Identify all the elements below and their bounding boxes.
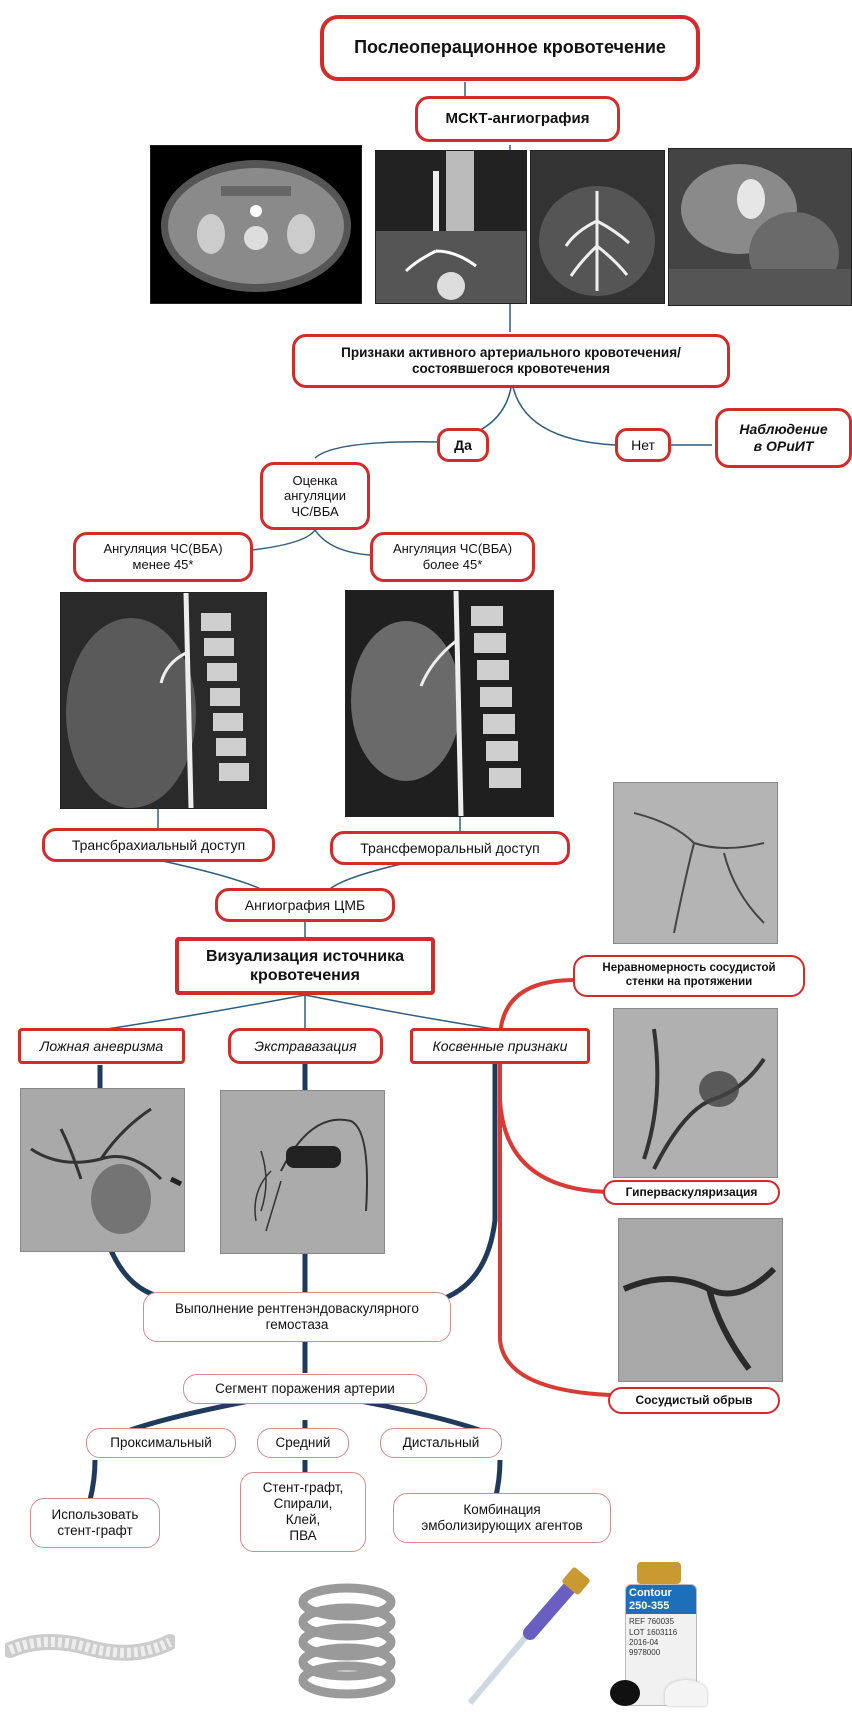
observe-line-1: Наблюдение xyxy=(739,421,827,438)
ct-sagittal-image xyxy=(375,150,527,304)
bleeding-source-visualization-box: Визуализация источника кровотечения xyxy=(175,937,435,995)
title-text: Послеоперационное кровотечение xyxy=(354,37,666,59)
visual-line-1: Визуализация источника xyxy=(206,947,404,966)
active-bleeding-signs-box: Признаки активного артериального кровоте… xyxy=(292,334,730,388)
observe-icu-box: Наблюдение в ОРиИТ xyxy=(715,408,852,468)
less-line-1: Ангуляция ЧС(ВБА) xyxy=(103,541,222,557)
yes-box: Да xyxy=(437,428,489,462)
vial-powder xyxy=(665,1680,707,1706)
angle-line-1: Оценка xyxy=(292,473,337,489)
observe-line-2: в ОРиИТ xyxy=(754,438,814,455)
less-line-2: менее 45* xyxy=(133,557,194,573)
angiography-box: Ангиография ЦМБ xyxy=(215,888,395,922)
hemostasis-line-1: Выполнение рентгенэндоваскулярного xyxy=(175,1301,419,1317)
cutoff-text: Сосудистый обрыв xyxy=(635,1393,752,1407)
sagittal-ct-more-45-image xyxy=(345,590,554,817)
vial-label-band: Contour 250-355 xyxy=(626,1585,696,1614)
use-stent-graft-box: Использовать стент-графт xyxy=(30,1498,160,1548)
transbrachial-text: Трансбрахиальный доступ xyxy=(72,837,245,854)
vial-black-cap xyxy=(610,1680,640,1706)
signs-line-2: состоявшегося кровотечения xyxy=(412,361,610,377)
vial-ref2: LOT 1603116 xyxy=(629,1628,693,1638)
distal-text: Дистальный xyxy=(403,1435,480,1451)
hyper-text: Гиперваскуляризация xyxy=(626,1185,758,1199)
no-box: Нет xyxy=(615,428,671,462)
hemostasis-line-2: гемостаза xyxy=(266,1317,329,1333)
yes-text: Да xyxy=(454,437,472,454)
angiography-text: Ангиография ЦМБ xyxy=(245,897,365,914)
no-text: Нет xyxy=(631,437,655,454)
indirect-signs-box: Косвенные признаки xyxy=(410,1028,590,1064)
angiogram-extravasation-image xyxy=(220,1090,385,1254)
title-box: Послеоперационное кровотечение xyxy=(320,15,700,81)
transfemoral-access-box: Трансфеморальный доступ xyxy=(330,831,570,865)
coil-product-image xyxy=(295,1580,400,1700)
pseudo-text: Ложная аневризма xyxy=(40,1038,163,1055)
indirect-text: Косвенные признаки xyxy=(433,1038,568,1055)
stent-graft-product-image xyxy=(5,1620,175,1675)
use-line-2: стент-графт xyxy=(57,1523,132,1539)
extravasation-box: Экстравазация xyxy=(228,1028,383,1064)
middle-box: Средний xyxy=(257,1428,349,1458)
more-line-1: Ангуляция ЧС(ВБА) xyxy=(393,541,512,557)
angle-line-2: ангуляции xyxy=(284,488,346,504)
more-line-2: более 45* xyxy=(423,557,483,573)
use-line-1: Использовать xyxy=(52,1507,139,1523)
mid-line-3: Клей, xyxy=(286,1512,321,1528)
angiogram-pseudoaneurysm-image xyxy=(20,1088,185,1252)
angiogram-vessel-cutoff-image xyxy=(618,1218,783,1382)
vial-cap xyxy=(637,1562,681,1584)
angulation-assessment-box: Оценка ангуляции ЧС/ВБА xyxy=(260,462,370,530)
pseudoaneurysm-box: Ложная аневризма xyxy=(18,1028,185,1064)
vial-date: 2016-04 xyxy=(629,1638,693,1648)
msct-text: МСКТ-ангиография xyxy=(446,110,590,128)
combo-line-1: Комбинация xyxy=(463,1502,540,1518)
transfemoral-text: Трансфеморальный доступ xyxy=(360,840,539,857)
transbrachial-access-box: Трансбрахиальный доступ xyxy=(42,828,275,862)
uneven-line-2: стенки на протяжении xyxy=(626,976,752,990)
ct-coronal-mip-image xyxy=(530,150,665,304)
ct-axial-image xyxy=(150,145,362,304)
endovascular-hemostasis-box: Выполнение рентгенэндоваскулярного гемос… xyxy=(143,1292,451,1342)
middle-text: Средний xyxy=(276,1435,331,1451)
artery-segment-box: Сегмент поражения артерии xyxy=(183,1374,427,1404)
vial-code: 9978000 xyxy=(629,1648,693,1658)
mid-line-4: ПВА xyxy=(289,1528,316,1544)
vessel-cutoff-box: Сосудистый обрыв xyxy=(608,1387,780,1414)
angiogram-hypervascularization-image xyxy=(613,1008,778,1178)
middle-treatment-box: Стент-графт, Спирали, Клей, ПВА xyxy=(240,1472,366,1552)
glue-syringe-product-image xyxy=(460,1565,605,1710)
msct-box: МСКТ-ангиография xyxy=(415,96,620,142)
vial-brand: Contour xyxy=(629,1587,693,1600)
contour-embolic-vial-product: Contour 250-355 REF 760035 LOT 1603116 2… xyxy=(615,1562,707,1707)
extra-text: Экстравазация xyxy=(254,1038,356,1055)
proximal-box: Проксимальный xyxy=(86,1428,236,1458)
angiogram-uneven-wall-image xyxy=(613,782,778,944)
angulation-less-45-box: Ангуляция ЧС(ВБА) менее 45* xyxy=(73,532,253,582)
uneven-line-1: Неравномерность сосудистой xyxy=(602,962,775,976)
signs-line-1: Признаки активного артериального кровоте… xyxy=(341,345,681,361)
hypervascularization-box: Гиперваскуляризация xyxy=(603,1180,780,1205)
mid-line-1: Стент-графт, xyxy=(263,1480,344,1496)
distal-box: Дистальный xyxy=(380,1428,502,1458)
angle-line-3: ЧС/ВБА xyxy=(291,504,338,520)
angulation-more-45-box: Ангуляция ЧС(ВБА) более 45* xyxy=(370,532,535,582)
sagittal-ct-less-45-image xyxy=(60,592,267,809)
ct-coronal-image xyxy=(668,148,852,306)
segment-text: Сегмент поражения артерии xyxy=(215,1381,395,1397)
vial-size: 250-355 xyxy=(629,1600,693,1613)
mid-line-2: Спирали, xyxy=(274,1496,333,1512)
combo-embolic-box: Комбинация эмболизирующих агентов xyxy=(393,1493,611,1543)
vial-ref1: REF 760035 xyxy=(629,1617,693,1627)
uneven-wall-box: Неравномерность сосудистой стенки на про… xyxy=(573,955,805,997)
combo-line-2: эмболизирующих агентов xyxy=(421,1518,582,1534)
vial-ref-text: REF 760035 LOT 1603116 2016-04 9978000 xyxy=(626,1614,696,1659)
proximal-text: Проксимальный xyxy=(110,1435,211,1451)
visual-line-2: кровотечения xyxy=(250,966,360,985)
